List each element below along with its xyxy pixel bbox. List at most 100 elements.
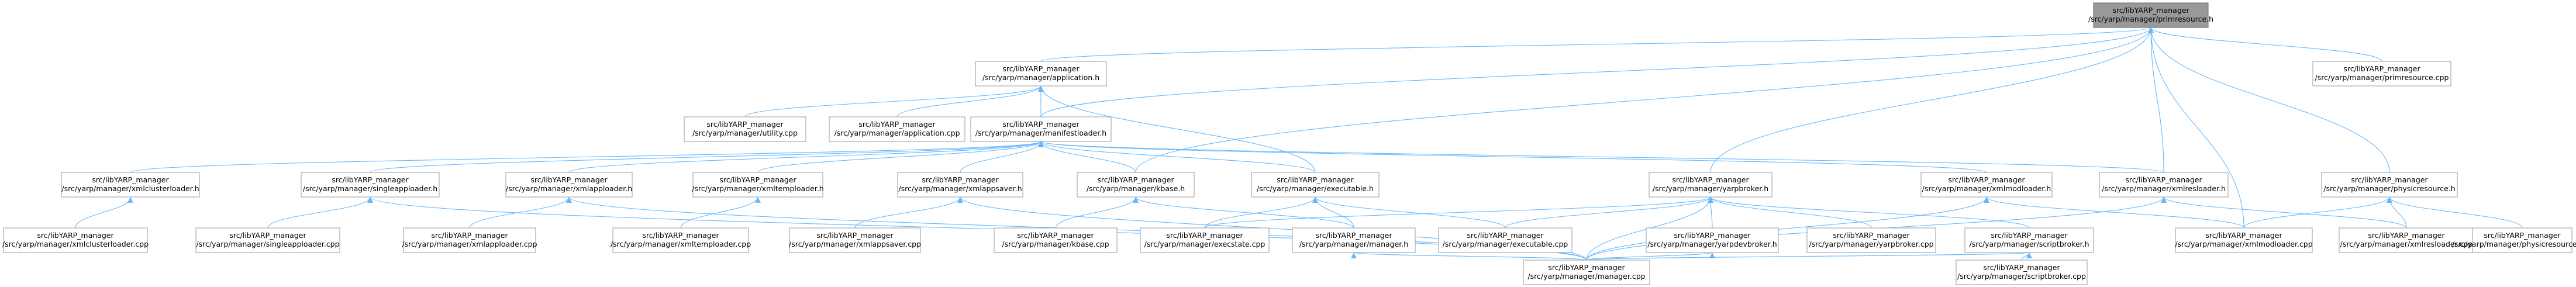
node-path-label: /src/yarp/manager/xmlappsaver.cpp — [789, 240, 921, 248]
node-path-label: /src/yarp/manager/application.cpp — [834, 129, 960, 137]
edge-manifestloader_h-to-kbase_h — [1038, 141, 1136, 173]
edge-application_h-to-utility_cpp — [744, 85, 1044, 117]
node-box — [2099, 172, 2229, 198]
node-xmlappsaver-h[interactable]: src/libYARP_manager/src/yarp/manager/xml… — [897, 172, 1023, 198]
node-module-label: src/libYARP_manager — [2343, 64, 2420, 73]
node-module-label: src/libYARP_manager — [1672, 175, 1749, 184]
node-module-label: src/libYARP_manager — [642, 231, 719, 240]
node-path-label: /src/yarp/manager/manager.cpp — [1527, 272, 1645, 281]
node-physicresource-h[interactable]: src/libYARP_manager/src/yarp/manager/phy… — [2321, 172, 2458, 198]
node-application-cpp[interactable]: src/libYARP_manager/src/yarp/manager/app… — [829, 116, 965, 142]
node-path-label: /src/yarp/manager/yarpbroker.cpp — [1809, 240, 1933, 248]
node-primresource-cpp[interactable]: src/libYARP_manager/src/yarp/manager/pri… — [2312, 61, 2451, 87]
edges-layer — [75, 27, 2523, 261]
node-xmlapploader-cpp[interactable]: src/libYARP_manager/src/yarp/manager/xml… — [402, 227, 537, 253]
edge-manifestloader_h-to-xmlmodloader_h — [1038, 141, 1987, 173]
node-path-label: /src/yarp/manager/xmlappsaver.h — [898, 184, 1022, 193]
node-box — [1140, 227, 1270, 253]
node-yarpbroker-h[interactable]: src/libYARP_manager/src/yarp/manager/yar… — [1649, 172, 1772, 198]
node-xmlresloader-h[interactable]: src/libYARP_manager/src/yarp/manager/xml… — [2099, 172, 2229, 198]
node-module-label: src/libYARP_manager — [1097, 175, 1174, 184]
node-executable-h[interactable]: src/libYARP_manager/src/yarp/manager/exe… — [1251, 172, 1380, 198]
node-xmlmodloader-cpp[interactable]: src/libYARP_manager/src/yarp/manager/xml… — [2175, 227, 2313, 253]
node-module-label: src/libYARP_manager — [1674, 231, 1751, 240]
edge-manifestloader_h-to-xmlappsaver_h — [960, 141, 1044, 173]
edge-yarpdevbroker_h-to-manager_cpp — [1586, 252, 1715, 261]
edge-yarpbroker_h-to-scriptbroker_h — [1708, 196, 2030, 229]
node-module-label: src/libYARP_manager — [530, 175, 608, 184]
edge-xmlappsaver_h-to-xmlappsaver_cpp — [854, 196, 963, 229]
node-xmlresloader-cpp[interactable]: src/libYARP_manager/src/yarp/manager/xml… — [2339, 227, 2474, 253]
node-box — [1964, 227, 2094, 253]
node-kbase-cpp[interactable]: src/libYARP_manager/src/yarp/manager/kba… — [994, 227, 1118, 253]
edge-executable_h-to-manager_h — [1312, 196, 1354, 229]
node-box — [3, 227, 148, 253]
node-manager-h[interactable]: src/libYARP_manager/src/yarp/manager/man… — [1292, 227, 1416, 253]
edge-scriptbroker_h-to-scriptbroker_cpp — [2021, 252, 2032, 261]
node-singleapploader-h[interactable]: src/libYARP_manager/src/yarp/manager/sin… — [301, 172, 440, 198]
node-module-label: src/libYARP_manager — [1002, 120, 1080, 129]
edge-yarpbroker_h-to-execstate_cpp — [1204, 196, 1713, 229]
edge-manager_h-to-manager_cpp — [1351, 252, 1587, 261]
node-path-label: /src/yarp/manager/xmlapploader.h — [506, 184, 632, 193]
node-scriptbroker-cpp[interactable]: src/libYARP_manager/src/yarp/manager/scr… — [1956, 260, 2088, 285]
edge-executable_h-to-execstate_cpp — [1204, 196, 1318, 229]
edge-xmltemploader_h-to-xmltemploader_cpp — [680, 196, 761, 229]
edge-scriptbroker_h-to-manager_cpp — [1586, 252, 2032, 261]
node-scriptbroker-h[interactable]: src/libYARP_manager/src/yarp/manager/scr… — [1964, 227, 2094, 253]
edge-root-to-physicresource_h — [2148, 27, 2390, 173]
edge-yarpbroker_h-to-yarpbroker_cpp — [1708, 196, 1872, 229]
node-xmltemploader-cpp[interactable]: src/libYARP_manager/src/yarp/manager/xml… — [611, 227, 751, 253]
node-module-label: src/libYARP_manager — [332, 175, 409, 184]
node-xmlmodloader-h[interactable]: src/libYARP_manager/src/yarp/manager/xml… — [1920, 172, 2053, 198]
node-executable-cpp[interactable]: src/libYARP_manager/src/yarp/manager/exe… — [1438, 227, 1573, 253]
node-yarpbroker-cpp[interactable]: src/libYARP_manager/src/yarp/manager/yar… — [1806, 227, 1936, 253]
edge-kbase_h-to-kbase_cpp — [1055, 196, 1139, 229]
node-path-label: /src/yarp/manager/xmlclusterloader.h — [61, 184, 199, 193]
node-kbase-h[interactable]: src/libYARP_manager/src/yarp/manager/kba… — [1077, 172, 1195, 198]
node-application-h[interactable]: src/libYARP_manager/src/yarp/manager/app… — [975, 61, 1107, 87]
node-root[interactable]: src/libYARP_manager/src/yarp/manager/pri… — [2088, 2, 2213, 28]
node-path-label: /src/yarp/manager/manifestloader.h — [975, 129, 1106, 137]
node-box — [1649, 172, 1772, 198]
node-path-label: /src/yarp/manager/kbase.h — [1087, 184, 1185, 193]
node-xmlappsaver-cpp[interactable]: src/libYARP_manager/src/yarp/manager/xml… — [789, 227, 921, 253]
node-path-label: /src/yarp/manager/scriptbroker.h — [1969, 240, 2089, 248]
node-box — [505, 172, 633, 198]
node-box — [61, 172, 200, 198]
node-manifestloader-h[interactable]: src/libYARP_manager/src/yarp/manager/man… — [970, 116, 1112, 142]
node-manager-cpp[interactable]: src/libYARP_manager/src/yarp/manager/man… — [1523, 260, 1650, 285]
edge-xmlmodloader_h-to-xmlmodloader_cpp — [1984, 196, 2244, 229]
node-xmlclusterloader-h[interactable]: src/libYARP_manager/src/yarp/manager/xml… — [61, 172, 200, 198]
edge-yarpbroker_h-to-executable_cpp — [1505, 196, 1713, 229]
node-yarpdevbroker-h[interactable]: src/libYARP_manager/src/yarp/manager/yar… — [1646, 227, 1779, 253]
edge-manifestloader_h-to-xmltemploader_h — [757, 141, 1044, 173]
node-path-label: /src/yarp/manager/primresource.h — [2088, 15, 2213, 23]
node-module-label: src/libYARP_manager — [1277, 175, 1354, 184]
node-singleapploader-cpp[interactable]: src/libYARP_manager/src/yarp/manager/sin… — [195, 227, 340, 253]
node-path-label: /src/yarp/manager/xmlresloader.h — [2102, 184, 2226, 193]
node-xmltemploader-h[interactable]: src/libYARP_manager/src/yarp/manager/xml… — [692, 172, 824, 198]
node-module-label: src/libYARP_manager — [1948, 175, 2025, 184]
node-box — [195, 227, 340, 253]
node-path-label: /src/yarp/manager/primresource.cpp — [2315, 73, 2449, 82]
node-box — [975, 61, 1107, 87]
node-xmlapploader-h[interactable]: src/libYARP_manager/src/yarp/manager/xml… — [505, 172, 633, 198]
node-module-label: src/libYARP_manager — [37, 231, 114, 240]
node-physicresource-cpp[interactable]: src/libYARP_manager/src/yarp/manager/phy… — [2452, 227, 2576, 253]
node-xmlclusterloader-cpp[interactable]: src/libYARP_manager/src/yarp/manager/xml… — [2, 227, 149, 253]
node-utility-cpp[interactable]: src/libYARP_manager/src/yarp/manager/uti… — [684, 116, 806, 142]
node-module-label: src/libYARP_manager — [1548, 263, 1625, 272]
edge-kbase_h-to-manager_h — [1133, 196, 1354, 229]
node-box — [2175, 227, 2313, 253]
node-module-label: src/libYARP_manager — [2112, 6, 2189, 15]
node-box — [2472, 227, 2572, 253]
node-module-label: src/libYARP_manager — [1991, 231, 2068, 240]
node-module-label: src/libYARP_manager — [1315, 231, 1392, 240]
node-execstate-cpp[interactable]: src/libYARP_manager/src/yarp/manager/exe… — [1140, 227, 1270, 253]
edge-root-to-primresource_cpp — [2148, 27, 2382, 62]
edge-application_h-to-executable_h — [1038, 85, 1316, 173]
node-box — [1292, 227, 1416, 253]
node-path-label: /src/yarp/manager/executable.h — [1257, 184, 1374, 193]
